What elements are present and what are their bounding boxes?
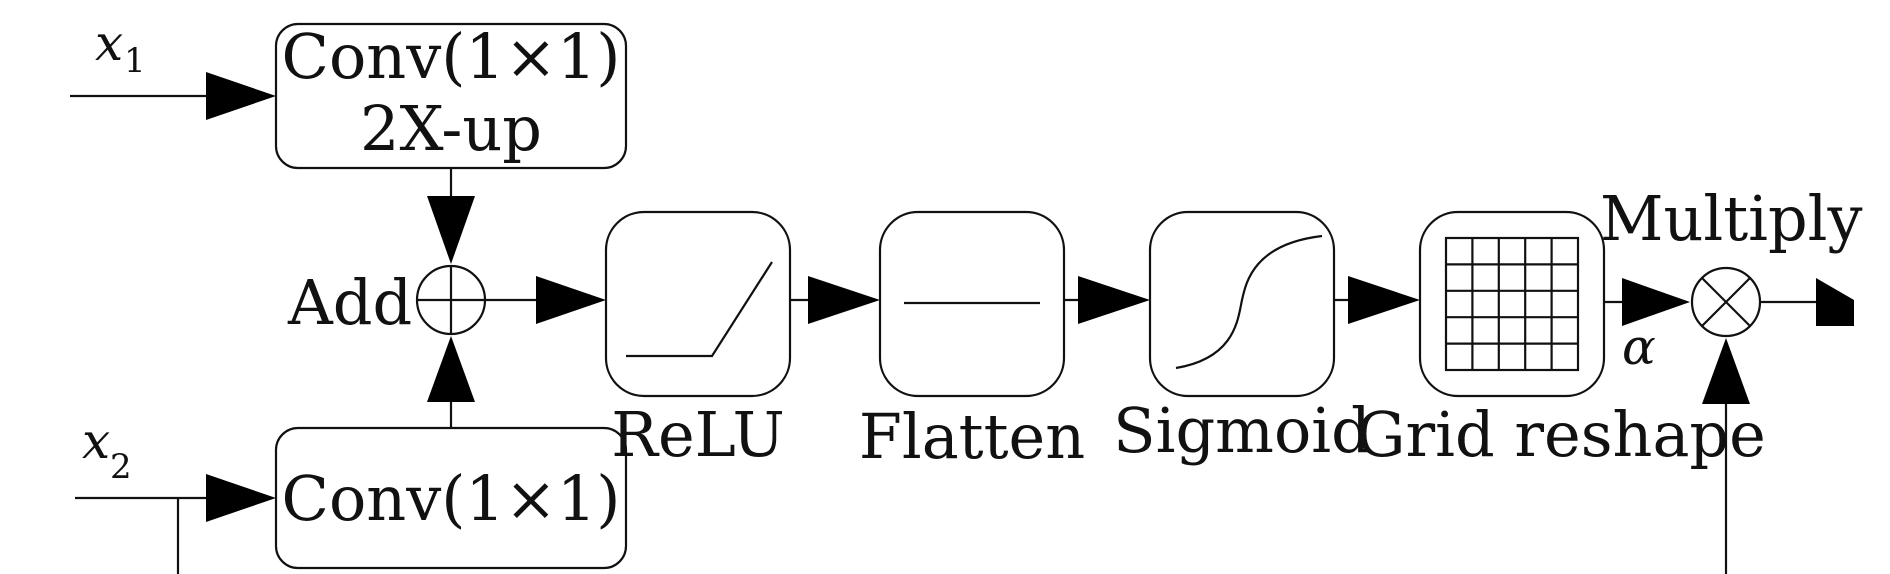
multiply-label: Multiply — [1600, 182, 1863, 255]
conv-box — [274, 426, 628, 570]
sigmoid-curve-icon — [1175, 234, 1323, 370]
input-x2: x 2 — [75, 412, 276, 574]
conv-label: Conv(1×1) — [282, 462, 621, 535]
circle-times-icon — [1690, 266, 1762, 338]
conv-top-to-add-arrowhead — [427, 196, 475, 264]
grid-icon — [1444, 236, 1580, 372]
circle-plus-icon — [415, 264, 487, 336]
relu-label: ReLU — [611, 398, 784, 471]
x1-arrowhead — [206, 72, 276, 120]
relu-box — [604, 210, 792, 398]
x1-symbol: x — [95, 14, 123, 72]
relu-block: ReLU — [604, 210, 792, 471]
x1-subscript: 1 — [124, 41, 146, 81]
skip-to-multiply-arrowhead — [1702, 338, 1750, 404]
flatten-label: Flatten — [859, 400, 1085, 473]
relu-curve-icon — [626, 261, 773, 358]
x2-subscript: 2 — [110, 447, 132, 487]
sigmoid-label: Sigmoid — [1113, 394, 1371, 467]
conv-bottom-to-add-arrowhead — [427, 336, 475, 402]
x2-symbol: x — [82, 412, 110, 470]
upsample-label: 2X-up — [360, 92, 542, 165]
relu-to-flatten-arrowhead — [808, 276, 880, 324]
conv-upsample-label: Conv(1×1) — [282, 20, 621, 93]
sigmoid-block: Sigmoid — [1113, 210, 1371, 467]
flatten-to-sigmoid-arrowhead — [1078, 276, 1150, 324]
output-arrowhead — [1816, 278, 1854, 326]
grid-reshape-label: Grid reshape — [1356, 398, 1766, 471]
grid-to-multiply-arrowhead — [1622, 278, 1690, 326]
sigmoid-to-grid-arrowhead — [1348, 276, 1420, 324]
grid-reshape-box — [1418, 210, 1606, 398]
conv-upsample-block: Conv(1×1) 2X-up — [274, 20, 628, 170]
grid-reshape-block: Grid reshape — [1356, 210, 1766, 471]
multiply-node: Multiply — [1600, 182, 1863, 338]
add-to-relu-arrowhead — [536, 276, 606, 324]
input-x1: x 1 — [70, 14, 276, 120]
add-node: Add — [287, 264, 487, 339]
alpha-label: α — [1622, 318, 1656, 376]
conv-block: Conv(1×1) — [274, 426, 628, 570]
add-label: Add — [287, 266, 412, 339]
flatten-block: Flatten — [859, 210, 1085, 473]
x2-arrowhead — [206, 474, 276, 522]
